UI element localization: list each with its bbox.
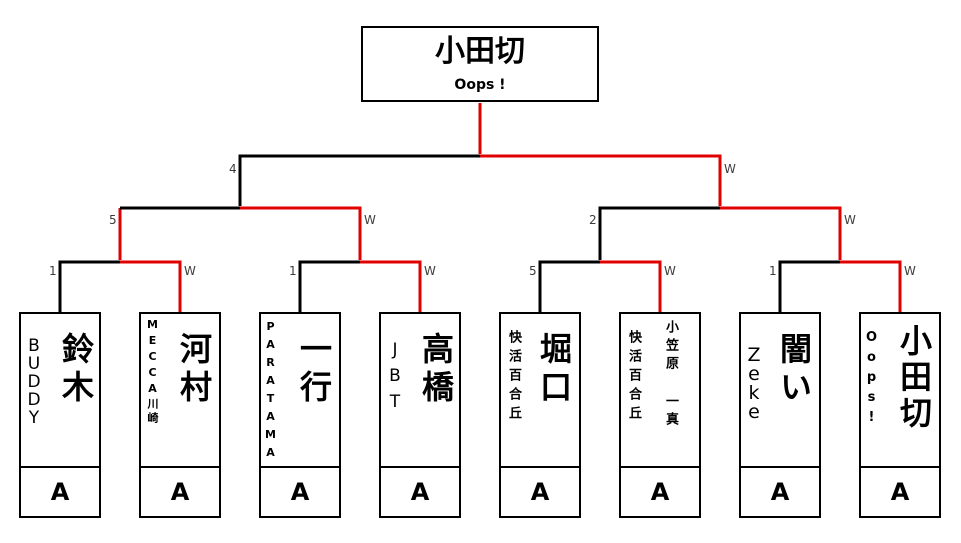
bracket-line (600, 260, 662, 312)
player-grade: A (770, 478, 790, 506)
champion-name: 小田切 (435, 34, 525, 69)
bracket-line (58, 260, 120, 312)
player-card: 快活百合丘 小笠原 一真 A (619, 312, 701, 518)
player-grade: A (410, 478, 430, 506)
semi-left-left-score: 5 (109, 213, 117, 227)
bracket-line (298, 260, 360, 312)
bracket-line (598, 206, 720, 260)
q4-right-score: W (904, 264, 916, 278)
player-team: Oops! (864, 330, 879, 430)
player-team: 快活百合丘 (626, 330, 641, 425)
champion-box: 小田切 Oops ! (361, 26, 599, 102)
player-card: 快活百合丘 堀口 A (499, 312, 581, 518)
player-name: 一行 (295, 332, 333, 408)
player-card: MECCA川崎 河村 A (139, 312, 221, 518)
player-name: 小笠原 一真 (663, 320, 678, 430)
semi-left-right-score: W (364, 213, 376, 227)
final-left-score: 4 (229, 162, 237, 176)
q3-left-score: 5 (529, 264, 537, 278)
player-name: 河村 (175, 332, 213, 408)
player-team: 快活百合丘 (506, 330, 521, 425)
semi-right-left-score: 2 (589, 213, 597, 227)
bracket-line (840, 260, 902, 312)
q2-left-score: 1 (289, 264, 297, 278)
player-grade: A (650, 478, 670, 506)
player-name: 堀口 (535, 332, 573, 408)
bracket-line (240, 206, 362, 260)
bracket-line (538, 260, 600, 312)
q1-left-score: 1 (49, 264, 57, 278)
bracket-line (238, 154, 480, 206)
bracket-line (480, 154, 722, 206)
player-name: 高橋 (417, 332, 455, 408)
player-grade: A (50, 478, 70, 506)
semi-right-right-score: W (844, 213, 856, 227)
q2-right-score: W (424, 264, 436, 278)
q4-left-score: 1 (769, 264, 777, 278)
player-team: PARATAMA (264, 320, 277, 464)
player-card: BUDDY 鈴木 A (19, 312, 101, 518)
player-grade: A (890, 478, 910, 506)
bracket-line (720, 206, 842, 260)
player-grade: A (170, 478, 190, 506)
player-team: JBT (385, 340, 405, 418)
player-name: 闇い (775, 332, 813, 408)
player-team: BUDDY (24, 336, 44, 426)
player-card: Oops! 小田切 A (859, 312, 941, 518)
player-card: Zeke 闇い A (739, 312, 821, 518)
player-name: 鈴木 (57, 332, 95, 408)
bracket-line (360, 260, 422, 312)
player-team: Zeke (743, 344, 765, 420)
player-card: JBT 高橋 A (379, 312, 461, 518)
player-grade: A (290, 478, 310, 506)
bracket-line (778, 260, 840, 312)
final-right-score: W (724, 162, 736, 176)
player-name: 小田切 (895, 324, 933, 432)
q3-right-score: W (664, 264, 676, 278)
bracket-line (120, 260, 182, 312)
player-grade: A (530, 478, 550, 506)
player-team: MECCA川崎 (146, 318, 159, 426)
champion-team: Oops ! (454, 77, 506, 93)
player-card: PARATAMA 一行 A (259, 312, 341, 518)
q1-right-score: W (184, 264, 196, 278)
